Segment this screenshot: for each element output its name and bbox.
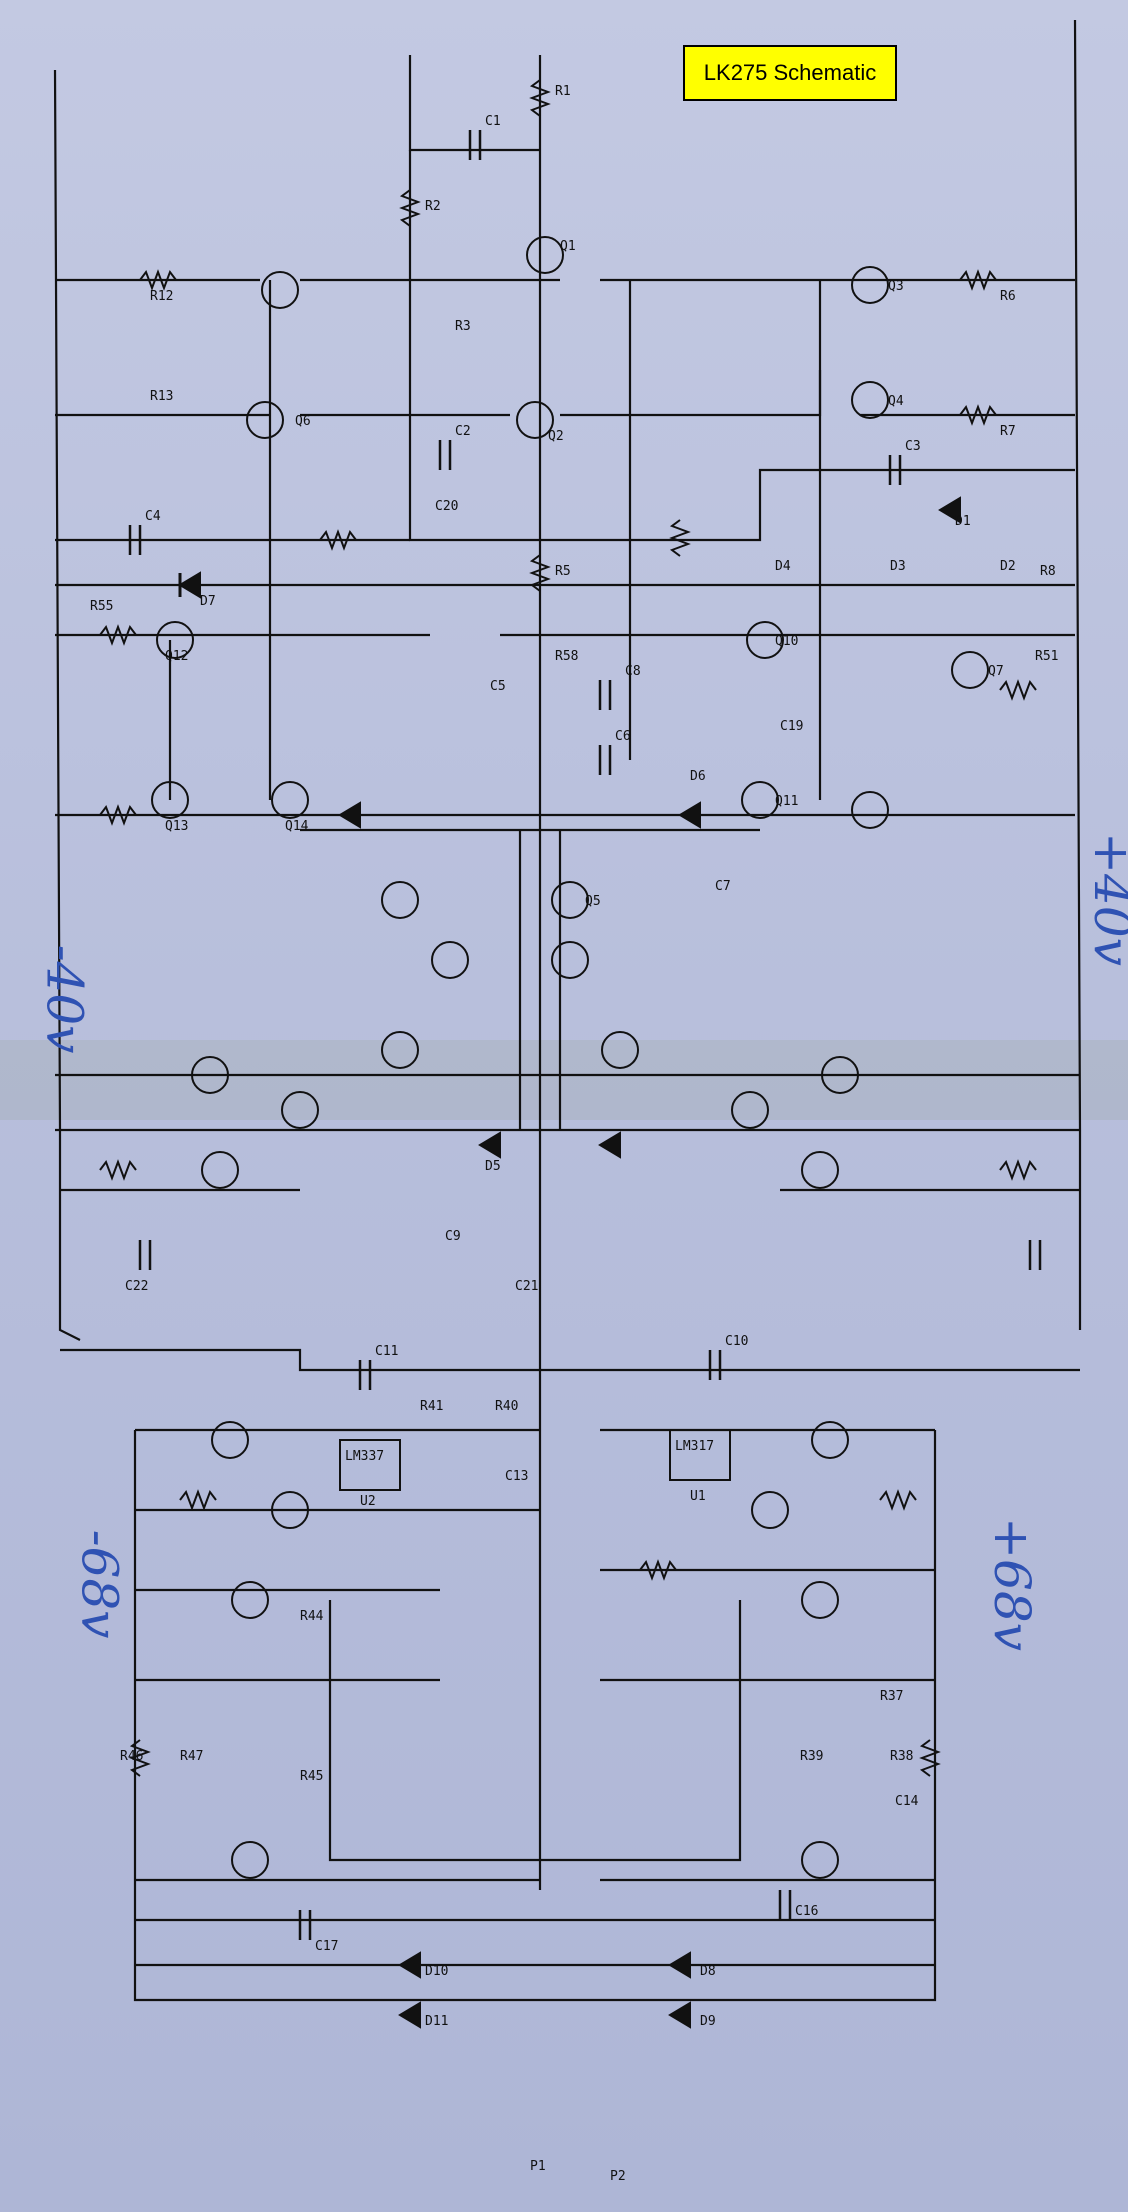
label-r7: R7: [1000, 424, 1016, 439]
label-r46: R46: [120, 1749, 143, 1764]
schematic-title-label: LK275 Schematic: [683, 45, 897, 101]
label-r58: R58: [555, 649, 578, 664]
label-d8: D8: [700, 1964, 716, 1979]
label-c1: C1: [485, 114, 501, 129]
diode-symbols: [178, 496, 961, 2029]
supply-label-neg40: -40v: [35, 944, 94, 1054]
label-p2: P2: [610, 2169, 626, 2184]
label-q10: Q10: [775, 634, 798, 649]
label-d9: D9: [700, 2014, 716, 2029]
label-c17: C17: [315, 1939, 338, 1954]
supply-label-pos68: +68v: [982, 1517, 1041, 1651]
label-d2: D2: [1000, 559, 1016, 574]
label-d7: D7: [200, 594, 216, 609]
capacitor-symbols: [128, 130, 1042, 1940]
label-q4: Q4: [888, 394, 904, 409]
label-d3: D3: [890, 559, 906, 574]
label-c3: C3: [905, 439, 921, 454]
label-q12: Q12: [165, 649, 188, 664]
label-c5: C5: [490, 679, 506, 694]
label-r45: R45: [300, 1769, 323, 1784]
label-r6: R6: [1000, 289, 1016, 304]
label-q14: Q14: [285, 819, 309, 834]
label-c7: C7: [715, 879, 731, 894]
label-c9: C9: [445, 1229, 461, 1244]
label-c8: C8: [625, 664, 641, 679]
supply-label-neg68: -68v: [70, 1529, 129, 1639]
label-d10: D10: [425, 1964, 448, 1979]
label-r47: R47: [180, 1749, 203, 1764]
label-d4: D4: [775, 559, 791, 574]
wiring: [53, 19, 1082, 2002]
label-r5: R5: [555, 564, 571, 579]
label-c19: C19: [780, 719, 803, 734]
label-r3: R3: [455, 319, 471, 334]
label-q1: Q1: [560, 239, 576, 254]
label-r37: R37: [880, 1689, 903, 1704]
label-c11: C11: [375, 1344, 398, 1359]
label-d1: D1: [955, 514, 971, 529]
label-p1: P1: [530, 2159, 546, 2174]
label-r8: R8: [1040, 564, 1056, 579]
label-q7: Q7: [988, 664, 1004, 679]
label-u2: U2: [360, 1494, 376, 1509]
label-d6: D6: [690, 769, 706, 784]
label-r1: R1: [555, 84, 571, 99]
label-r38: R38: [890, 1749, 913, 1764]
label-c22: C22: [125, 1279, 148, 1294]
label-q11: Q11: [775, 794, 798, 809]
label-c2: C2: [455, 424, 471, 439]
component-labels: Q1 Q2 Q3 Q4 Q5 Q6 Q7 Q10 Q11 Q12 Q13 Q14…: [90, 84, 1058, 2184]
label-q2: Q2: [548, 429, 564, 444]
paper-fold: [0, 1040, 1128, 1120]
label-r12: R12: [150, 289, 173, 304]
label-q6: Q6: [295, 414, 311, 429]
label-r13: R13: [150, 389, 173, 404]
label-d11: D11: [425, 2014, 448, 2029]
label-r39: R39: [800, 1749, 823, 1764]
label-q13: Q13: [165, 819, 188, 834]
label-d5: D5: [485, 1159, 501, 1174]
label-r44: R44: [300, 1609, 324, 1624]
label-r51: R51: [1035, 649, 1058, 664]
label-q3: Q3: [888, 279, 904, 294]
ic-symbols: [339, 1429, 731, 1491]
label-lm317: LM317: [675, 1439, 714, 1454]
label-lm337: LM337: [345, 1449, 384, 1464]
resistor-symbols: [99, 79, 1037, 1777]
supply-label-pos40: +40v: [1082, 832, 1128, 966]
label-c4: C4: [145, 509, 161, 524]
label-c10: C10: [725, 1334, 748, 1349]
label-r2: R2: [425, 199, 441, 214]
label-c21: C21: [515, 1279, 538, 1294]
label-q5: Q5: [585, 894, 601, 909]
label-c14: C14: [895, 1794, 919, 1809]
label-r41: R41: [420, 1399, 443, 1414]
label-r55: R55: [90, 599, 113, 614]
label-c6: C6: [615, 729, 631, 744]
label-c13: C13: [505, 1469, 528, 1484]
label-c16: C16: [795, 1904, 818, 1919]
transistor-symbols: [151, 236, 989, 1879]
label-c20: C20: [435, 499, 458, 514]
label-r40: R40: [495, 1399, 518, 1414]
label-u1: U1: [690, 1489, 706, 1504]
